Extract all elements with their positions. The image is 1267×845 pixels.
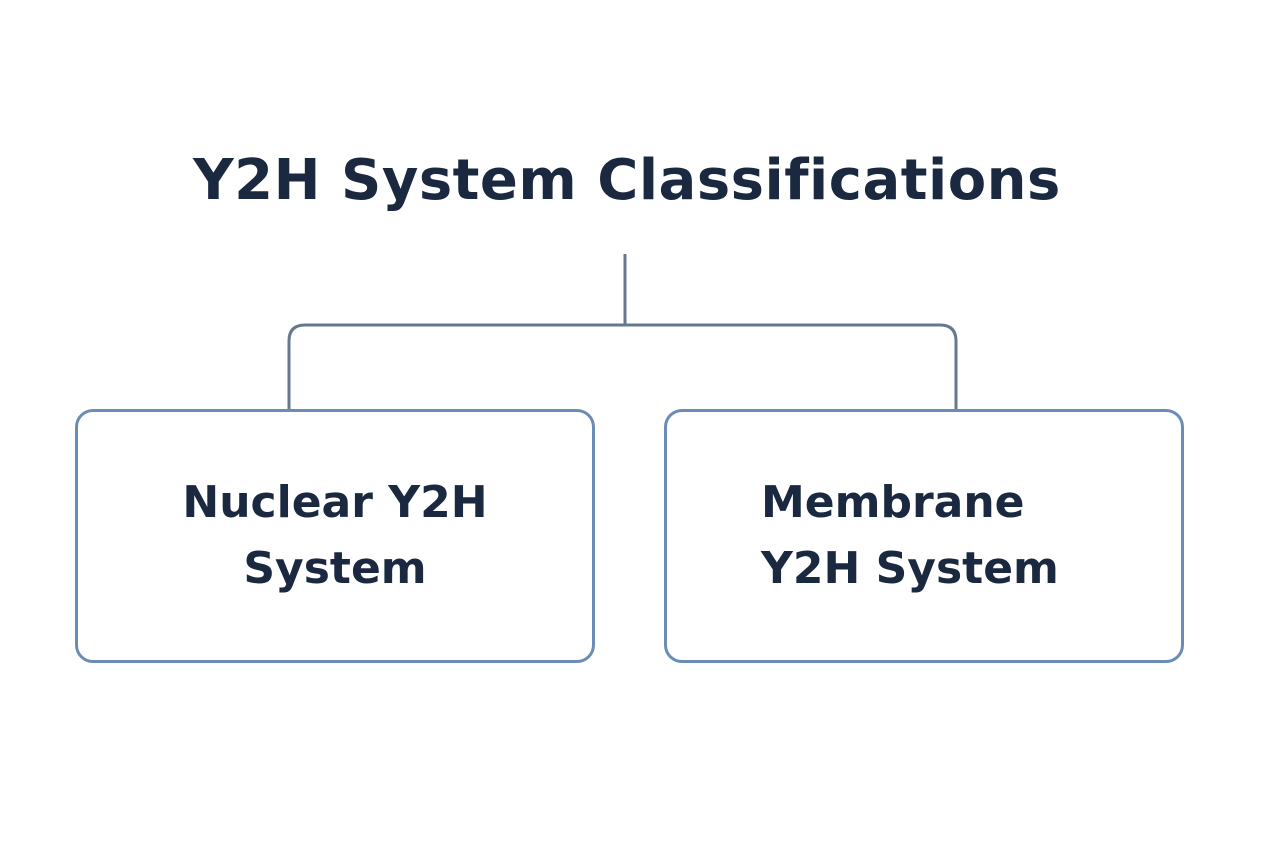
connector-branch xyxy=(287,323,958,409)
node-label-line2: System xyxy=(243,543,427,594)
node-membrane-y2h-system: Membrane Y2H System xyxy=(664,409,1184,663)
node-label-line1: Nuclear Y2H xyxy=(182,477,488,528)
diagram-title: Y2H System Classifications xyxy=(193,148,1061,213)
node-label-line1: Membrane xyxy=(761,477,1025,528)
node-nuclear-y2h-system: Nuclear Y2H System xyxy=(75,409,595,663)
node-label-line2: Y2H System xyxy=(761,543,1059,594)
